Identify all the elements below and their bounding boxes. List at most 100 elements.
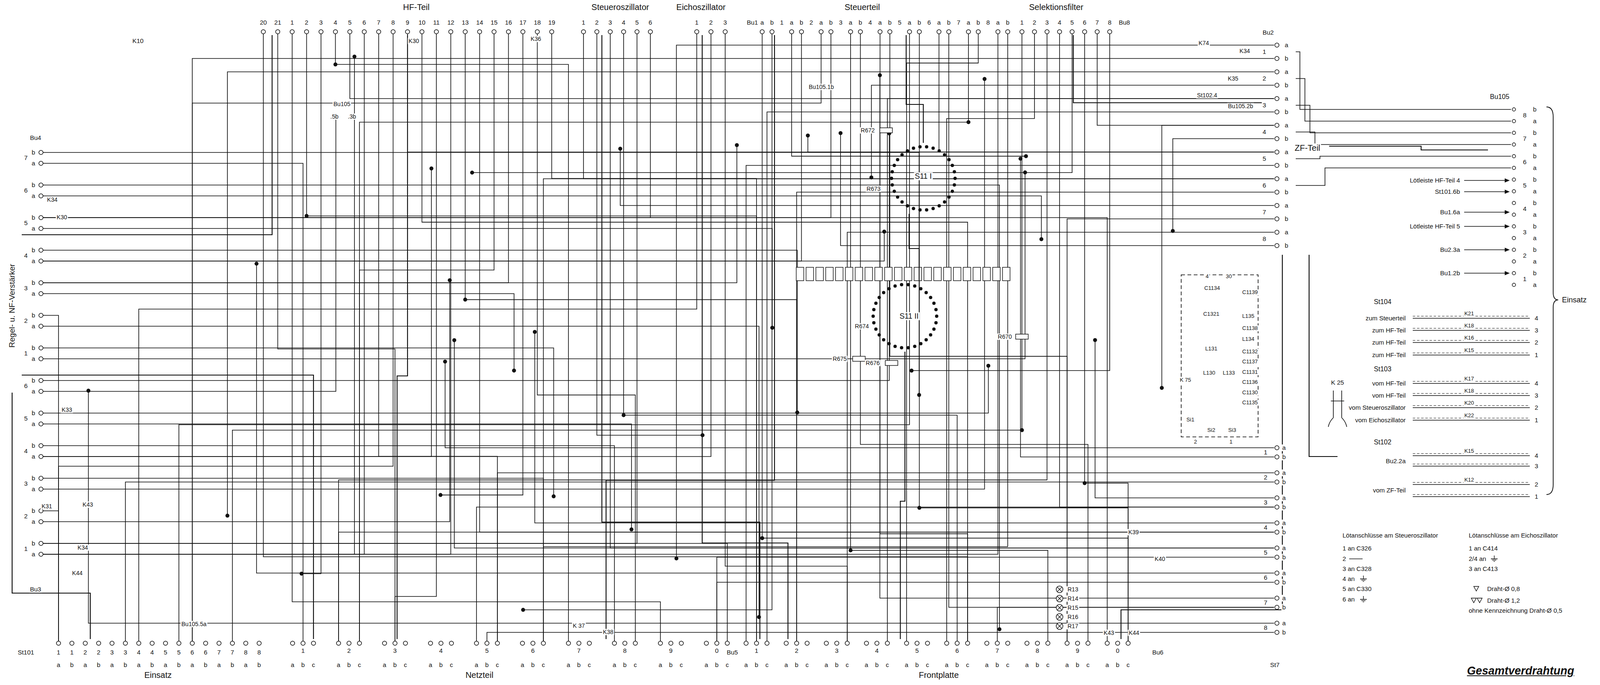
wire-connector [606, 35, 775, 640]
pin-symbol [506, 29, 511, 34]
pin-symbol [474, 641, 479, 646]
leader-arrow [1464, 249, 1505, 250]
pin-symbol [549, 29, 554, 34]
pin-label: c [494, 662, 500, 669]
pin-label: 6 [189, 649, 195, 657]
capacitor-symbol [904, 267, 913, 281]
section-heading: S11 II [898, 312, 920, 321]
pin-label: c [402, 662, 408, 669]
pin-label: b [1281, 504, 1287, 511]
legend-text: Draht-Ø 1,2 [1486, 597, 1521, 605]
pin-label: K 25 [1330, 379, 1346, 387]
pin-label: a [428, 662, 434, 669]
wire [43, 33, 651, 218]
pin-label: a [657, 662, 663, 669]
wire [807, 135, 1274, 153]
section-heading: Netzteil [464, 671, 495, 681]
wire [43, 33, 509, 283]
pin-symbol [56, 641, 61, 646]
pin-label: a [877, 19, 883, 26]
switch-contact [937, 204, 941, 208]
wire [43, 116, 337, 392]
junction-dot [512, 369, 516, 373]
switch-contact [924, 338, 928, 342]
pin-label: C1137 [1241, 359, 1259, 365]
pin-label: R15 [1066, 605, 1080, 612]
pin-symbol [346, 641, 352, 646]
pin-label: b [1281, 579, 1287, 586]
switch-contact [934, 321, 938, 325]
wire-connector [601, 35, 760, 640]
pin-symbol [38, 487, 44, 492]
switch-contact [931, 146, 935, 151]
pin-label: L133 [1222, 370, 1236, 377]
pin-label: a [1024, 662, 1030, 669]
wire [879, 75, 1274, 599]
switch-contact [924, 145, 929, 149]
pin-label: a [30, 192, 36, 200]
junction-dot [452, 338, 457, 342]
pin-label: 5 [163, 649, 169, 657]
pin-symbol [1512, 259, 1516, 264]
wire [889, 33, 1068, 642]
pin-label: b [30, 279, 36, 287]
lamp-symbol [1056, 586, 1063, 594]
pin-label: b [1284, 162, 1290, 169]
wire [596, 33, 703, 436]
switch-contact [872, 321, 876, 325]
pin-label: 5 [1261, 155, 1267, 163]
pin-symbol [216, 641, 222, 646]
pin-label: St7 [1269, 662, 1281, 669]
pin-label: a [1284, 68, 1290, 76]
pin-symbol [362, 29, 367, 34]
pin-label: b [1075, 662, 1081, 669]
pin-symbol [1274, 203, 1279, 208]
pin-label: a [783, 662, 789, 669]
pin-label: b [1532, 129, 1538, 137]
pin-label: C1139 [1241, 289, 1259, 296]
lamp-cross [1057, 624, 1063, 630]
pin-symbol [1512, 224, 1516, 229]
pin-label: 9 [668, 647, 674, 655]
pin-symbol [819, 29, 824, 34]
pin-symbol [38, 476, 44, 481]
pin-label: 1 [1019, 19, 1025, 26]
pin-label: 8 [1107, 19, 1113, 26]
pin-label: K10 [131, 37, 145, 45]
strip-line [1412, 330, 1530, 331]
pin-label: .3b [346, 113, 357, 120]
pin-symbol [190, 641, 195, 646]
pin-label: a [1281, 620, 1287, 627]
pin-label: 3 [1263, 499, 1269, 507]
pin-label: b [668, 662, 674, 669]
pin-label: a [1532, 117, 1538, 125]
wire [138, 33, 697, 642]
pin-label: c [1045, 662, 1051, 669]
pin-label: b [346, 662, 352, 669]
switch-contact [937, 149, 941, 153]
pin-label: 4 [867, 19, 873, 26]
pin-symbol [907, 29, 912, 34]
pin-symbol [760, 29, 765, 34]
pin-label: b [1281, 604, 1287, 612]
pin-label: L134 [1241, 336, 1256, 343]
pin-symbol [634, 29, 640, 34]
pin-label: 6 [203, 649, 209, 657]
pin-symbol [38, 509, 44, 514]
pin-label: 2 [96, 649, 102, 657]
pin-symbol [38, 215, 44, 220]
pin-symbol [658, 641, 663, 646]
wire-connector [21, 375, 314, 640]
wire-connector [909, 214, 920, 281]
pin-label: 2 [594, 19, 600, 26]
pin-label: Si3 [1227, 427, 1238, 434]
pin-symbol [1274, 69, 1279, 74]
pin-label: 2 [303, 19, 309, 26]
pin-label: Lötleiste HF-Teil 5 [1408, 223, 1461, 230]
wire [43, 280, 450, 523]
junction-dot [443, 360, 447, 364]
pin-label: 4 [23, 252, 29, 260]
wire [1059, 33, 1274, 508]
pin-label: b [69, 662, 75, 669]
pin-label: a [1281, 595, 1287, 602]
